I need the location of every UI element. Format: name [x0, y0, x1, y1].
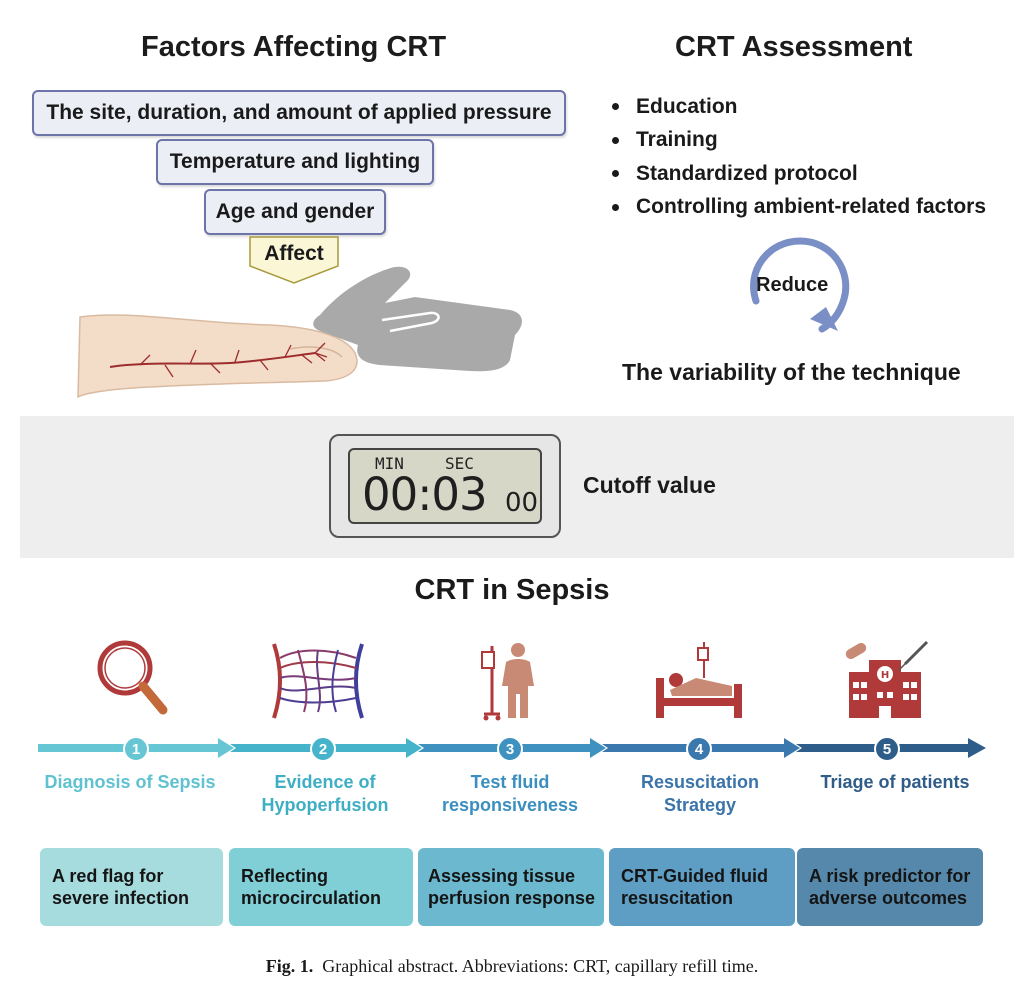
reduce-cycle: Reduce — [742, 237, 852, 342]
sec-label: SEC — [445, 454, 474, 473]
assessment-title: CRT Assessment — [675, 31, 913, 63]
bullet-text: Controlling ambient-related factors — [636, 195, 987, 219]
step-card-2: Reflecting microcirculation — [229, 848, 413, 926]
magnifier-icon — [97, 640, 168, 715]
affect-label: Affect — [264, 242, 324, 265]
stopwatch-screen: MIN SEC 00:03 00 — [348, 448, 542, 524]
affect-arrow: Affect — [249, 236, 339, 284]
reduce-label: Reduce — [756, 274, 829, 296]
timer-value: 00:03 — [362, 468, 488, 521]
min-label: MIN — [375, 454, 404, 473]
factor-pressure: The site, duration, and amount of applie… — [32, 90, 566, 136]
bullet-dot — [612, 170, 619, 178]
step-number-2: 2 — [310, 736, 336, 762]
step-label-3: Test fluid responsiveness — [441, 772, 579, 815]
step-number-3: 3 — [497, 736, 523, 762]
top-panel: Factors Affecting CRT CRT Assessment The… — [20, 15, 1014, 415]
variability-text: The variability of the technique — [622, 359, 961, 385]
iv-drip-patient-icon — [481, 643, 534, 721]
figure-caption-text: Graphical abstract. Abbreviations: CRT, … — [322, 956, 759, 976]
step-label-2: Evidence of Hypoperfusion — [230, 771, 420, 817]
bullet-item: Education — [610, 90, 986, 124]
step-card-5: A risk predictor for adverse outcomes — [797, 848, 983, 926]
bullet-dot — [612, 203, 619, 211]
circular-arrow-icon — [750, 237, 850, 333]
svg-text:H: H — [881, 670, 889, 681]
hospital-bed-icon — [656, 642, 742, 718]
gray-hand-icon — [313, 266, 522, 372]
timer-hundredths: 00 — [505, 488, 539, 518]
step-label-4: Resuscitation Strategy — [640, 772, 760, 815]
figure-number: Fig. 1. — [265, 956, 314, 976]
step-number-5: 5 — [874, 736, 900, 762]
hospital-icon: H — [845, 640, 929, 718]
bullet-text: Training — [636, 128, 718, 152]
bullet-text: Education — [636, 94, 738, 118]
bullet-text: Standardized protocol — [636, 161, 858, 185]
factor-temperature: Temperature and lighting — [156, 139, 434, 185]
bullet-dot — [612, 103, 619, 111]
step-label-5: Triage of patients — [820, 772, 970, 792]
step-card-4: CRT-Guided fluid resuscitation — [609, 848, 795, 926]
sepsis-title: CRT in Sepsis — [414, 574, 610, 606]
affect-arrow-shape — [249, 236, 339, 284]
bullet-item: Standardized protocol — [610, 157, 986, 191]
bullet-dot — [612, 136, 619, 144]
step-number-4: 4 — [686, 736, 712, 762]
figure-caption: Fig. 1. Graphical abstract. Abbreviation… — [0, 956, 1024, 977]
step-card-3: Assessing tissue perfusion response — [418, 848, 604, 926]
factors-title: Factors Affecting CRT — [141, 31, 447, 63]
finger-press-illustration — [77, 266, 522, 399]
bullet-item: Controlling ambient-related factors — [610, 191, 986, 225]
step-number-1: 1 — [123, 736, 149, 762]
capillary-network-icon — [272, 643, 364, 719]
cutoff-panel: MIN SEC 00:03 00 Cutoff value — [20, 416, 1014, 558]
step-card-1: A red flag for severe infection — [40, 848, 223, 926]
finger-icon — [77, 314, 358, 399]
step-label-1: Diagnosis of Sepsis — [44, 772, 216, 792]
assessment-bullets: Education Training Standardized protocol… — [610, 90, 986, 224]
stopwatch-display: MIN SEC 00:03 00 — [329, 434, 561, 538]
cutoff-label: Cutoff value — [583, 472, 716, 498]
step-label-2-text: Evidence of Hypoperfusion — [261, 772, 389, 815]
factor-age-gender: Age and gender — [204, 189, 386, 235]
bullet-item: Training — [610, 124, 986, 158]
